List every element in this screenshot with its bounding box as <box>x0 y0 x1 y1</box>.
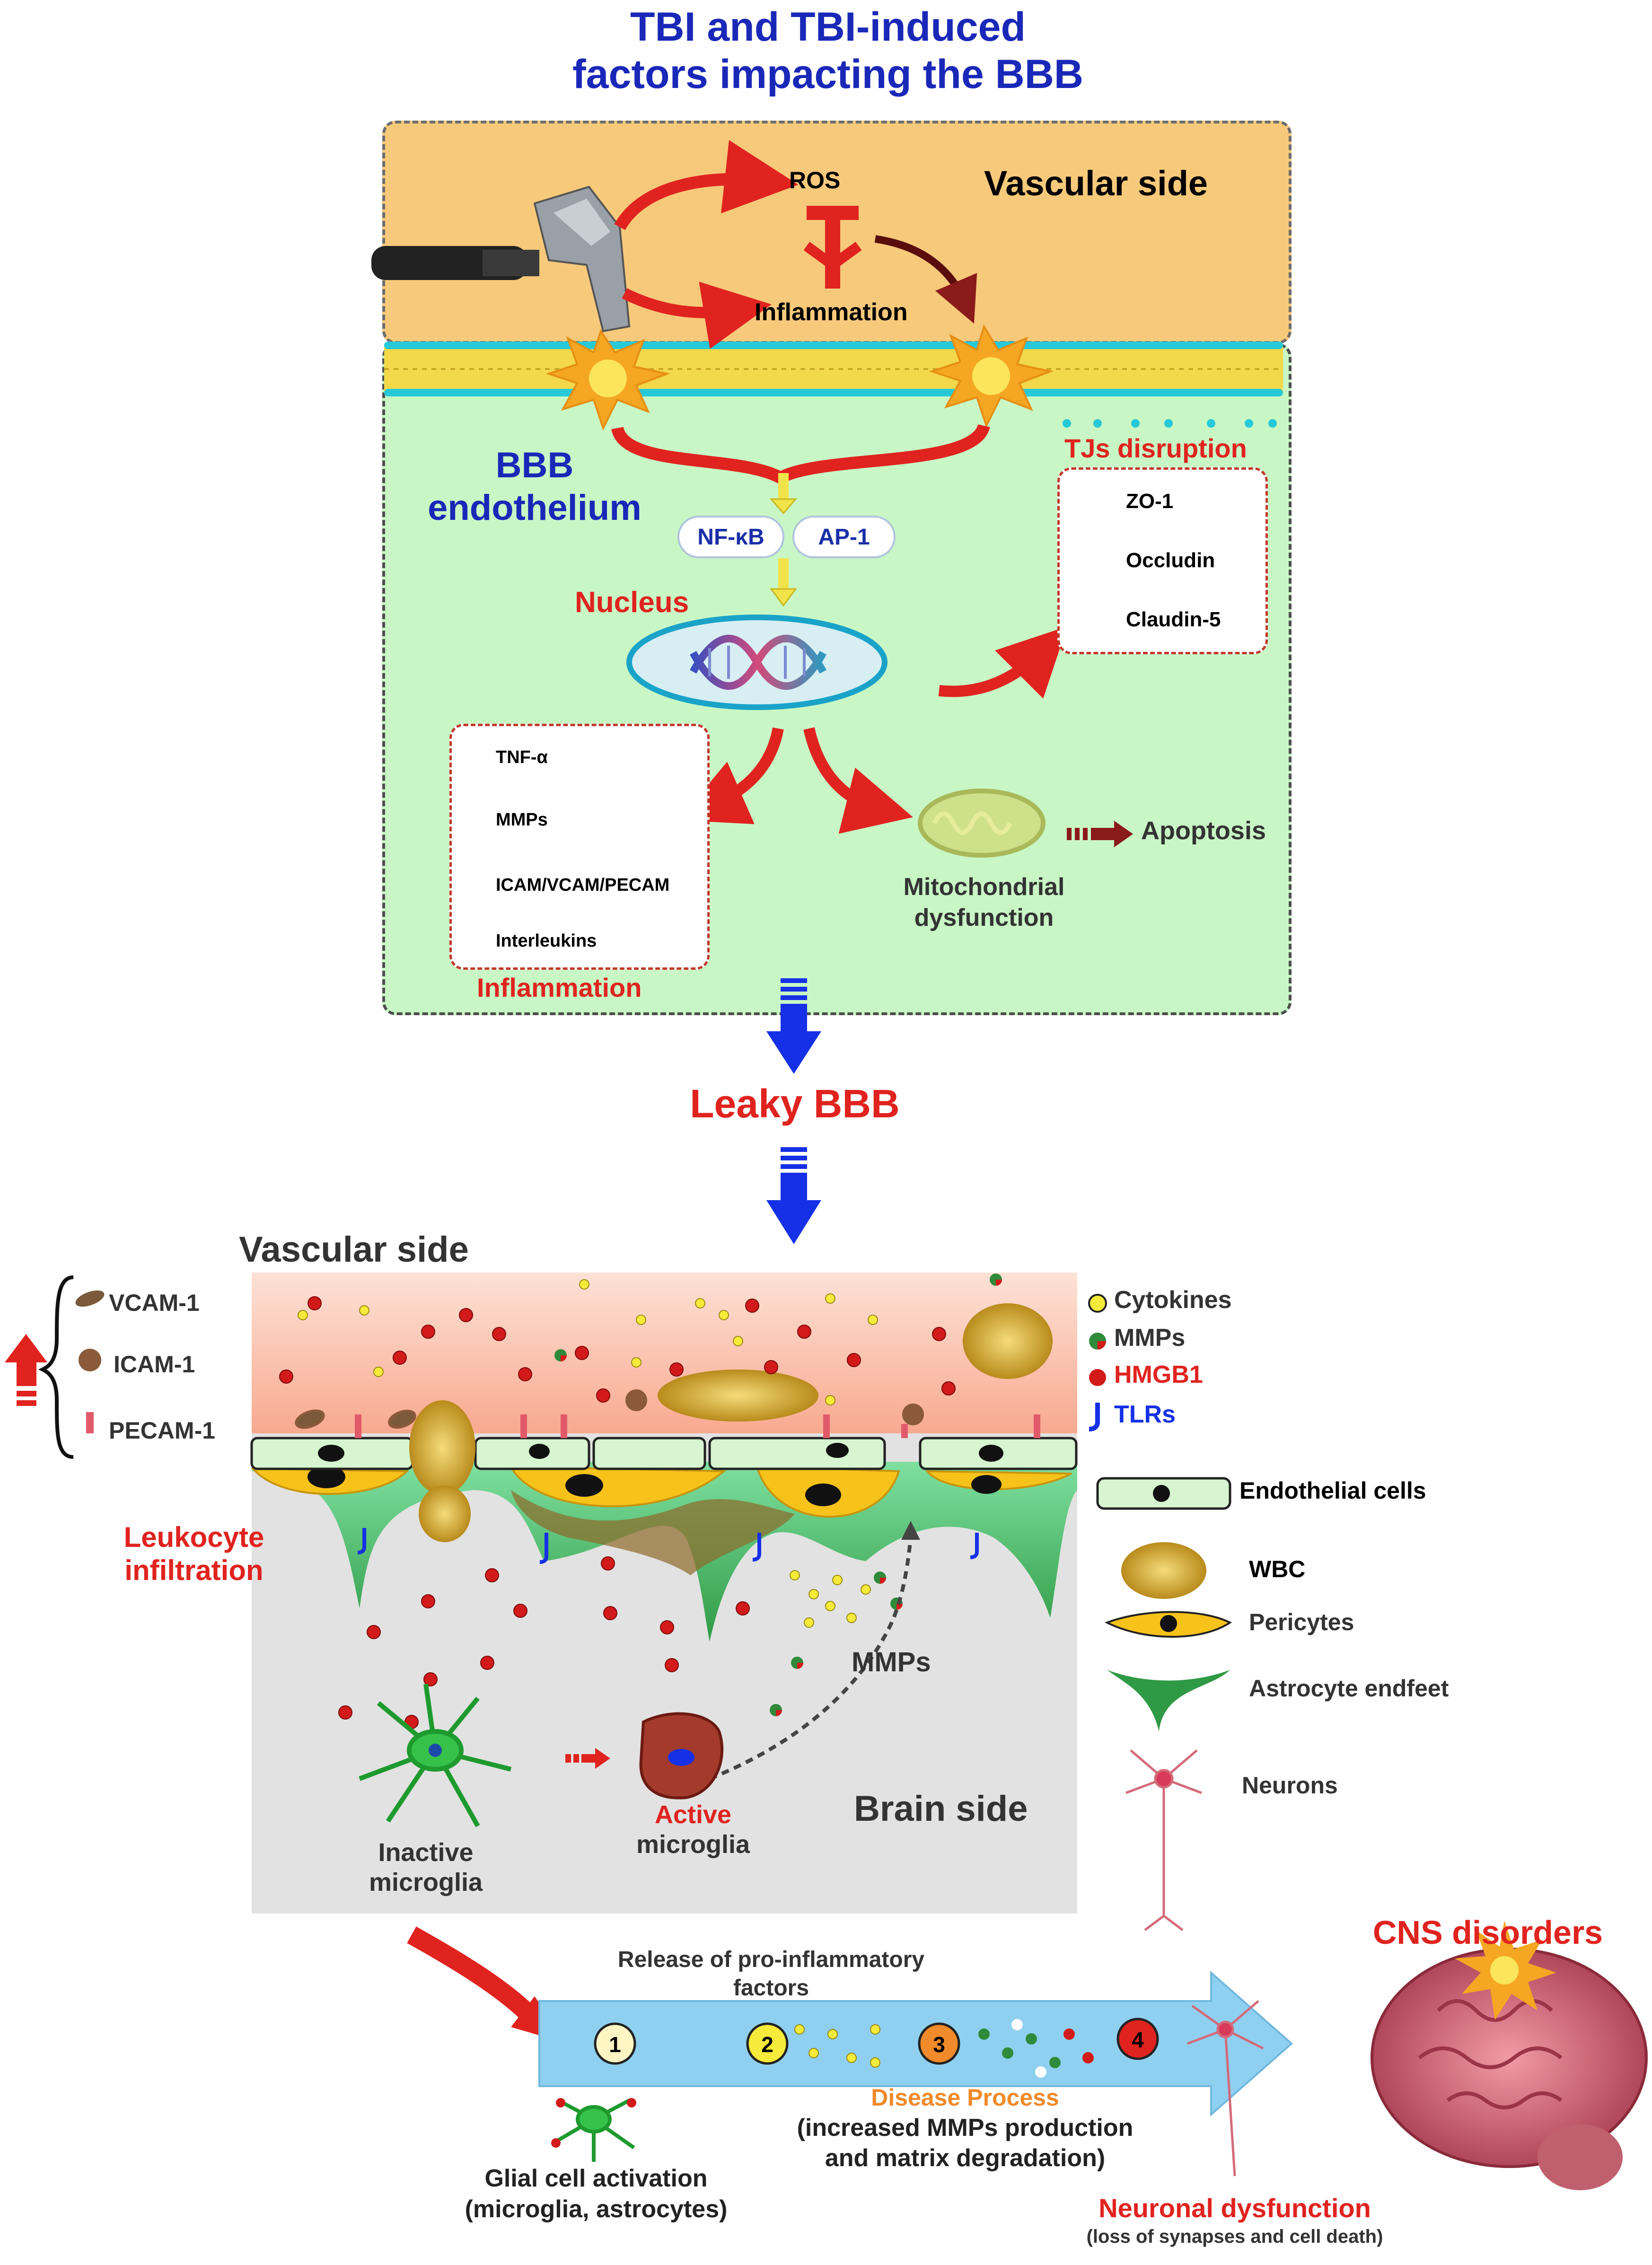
legend-tlrs: TLRs <box>1114 1401 1176 1428</box>
disease-process-label: Disease Process <box>871 2084 1059 2111</box>
ap1-pill: AP-1 <box>792 516 896 558</box>
vascular-lumen-area <box>252 1273 1077 1433</box>
legend-cytokine-icon <box>1088 1294 1107 1313</box>
active-microglia-icon <box>639 1712 724 1800</box>
step-circle-3 <box>918 2022 960 2065</box>
active-microglia-line1: Active <box>654 1800 732 1829</box>
legend-endothelial-icon <box>1096 1477 1231 1510</box>
legend-mmp-icon <box>1089 1333 1106 1350</box>
nucleus-dna-icon <box>626 615 888 710</box>
release-label-line2: factors <box>733 1975 809 2001</box>
neuronal-desc-label: (loss of synapses and cell death) <box>1086 2226 1383 2247</box>
nucleus-label: Nucleus <box>575 586 689 619</box>
legend-endothelial: Endothelial cells <box>1239 1477 1426 1504</box>
brain-side-label: Brain side <box>854 1789 1028 1829</box>
step-circle-4 <box>1116 2018 1159 2060</box>
nfkb-pill: NF-κB <box>677 516 784 558</box>
step-label-4: 4 <box>1132 2028 1144 2052</box>
brain-icon <box>1371 1921 1648 2190</box>
blue-down-arrow-icon <box>766 978 821 1074</box>
tj-item-zo1: ZO-1 <box>1126 490 1174 513</box>
wbc-icon <box>409 1303 1053 1542</box>
legend-mmps: MMPs <box>1114 1324 1186 1352</box>
infl-item-tnf: TNF-α <box>496 747 548 767</box>
legend-hmgb1: HMGB1 <box>1114 1361 1203 1388</box>
bbb-label: BBB <box>495 445 574 485</box>
leaky-bbb-label: Leaky BBB <box>690 1081 900 1126</box>
step-circle-2 <box>746 2022 789 2065</box>
mito-label-line2: dysfunction <box>914 904 1054 931</box>
neuron-icon <box>1187 2000 1264 2177</box>
cns-disorders-label: CNS disorders <box>1372 1914 1603 1951</box>
injury-burst-icon <box>545 329 670 431</box>
pecam1-label: PECAM-1 <box>109 1417 216 1444</box>
bottom-vascular-side-label: Vascular side <box>239 1229 469 1270</box>
blue-down-arrow-icon <box>766 1147 821 1244</box>
inactive-microglia-line2: microglia <box>369 1868 483 1896</box>
legend-astrocyte: Astrocyte endfeet <box>1249 1675 1449 1702</box>
endothelium-label: endothelium <box>428 488 641 528</box>
legend-neurons: Neurons <box>1242 1772 1338 1799</box>
glial-cell-icon <box>552 2098 635 2162</box>
step-label-1: 1 <box>609 2032 621 2057</box>
inflammation-label: Inflammation <box>755 298 908 326</box>
inflammation-box <box>449 724 710 970</box>
pericyte-cells <box>251 1465 1072 1518</box>
disease-desc-line2: and matrix degradation) <box>825 2144 1106 2172</box>
leukocyte-label-line1: Leukocyte <box>123 1521 264 1553</box>
bottom-mmps-label: MMPs <box>852 1647 931 1677</box>
active-microglia-line2: microglia <box>636 1830 750 1859</box>
neuronal-dysfunction-label: Neuronal dysfunction <box>1098 2193 1371 2223</box>
legend-wbc-icon <box>1121 1542 1206 1599</box>
vcam1-label: VCAM-1 <box>109 1290 200 1316</box>
diagram-title-line1: TBI and TBI-induced <box>630 4 1026 50</box>
infl-item-interleukins: Interleukins <box>496 931 597 951</box>
infl-item-mmps: MMPs <box>496 810 548 830</box>
step-label-2: 2 <box>761 2032 773 2057</box>
legend-neuron-icon <box>1125 1749 1202 1931</box>
apoptosis-label: Apoptosis <box>1141 816 1266 845</box>
upregulation-arrow-icon <box>5 1334 47 1406</box>
inactive-microglia-line1: Inactive <box>378 1838 474 1867</box>
infl-item-adhesion: ICAM/VCAM/PECAM <box>496 875 670 895</box>
legend-tlr-icon <box>1089 1403 1100 1431</box>
inflammation-box-label: Inflammation <box>477 973 642 1002</box>
legend-astrocyte-icon <box>1107 1670 1230 1731</box>
injury-burst-icon <box>929 324 1054 429</box>
diagram-title-line2: factors impacting the BBB <box>572 52 1083 97</box>
mitochondria-icon <box>918 789 1046 858</box>
leukocyte-label-line2: infiltration <box>124 1554 264 1586</box>
icam1-label: ICAM-1 <box>114 1351 195 1378</box>
step-circle-1 <box>594 2022 636 2065</box>
legend-pericyte-icon <box>1104 1611 1232 1638</box>
glial-label-line1: Glial cell activation <box>484 2165 708 2192</box>
tj-item-occludin: Occludin <box>1126 549 1215 572</box>
disease-desc-line1: (increased MMPs production <box>797 2114 1134 2142</box>
tj-box <box>1057 467 1268 654</box>
hammer-icon <box>371 185 631 333</box>
inactive-microglia-icon <box>359 1684 512 1827</box>
ros-label: ROS <box>789 167 841 193</box>
legend-pericytes: Pericytes <box>1249 1609 1354 1635</box>
vascular-side-label: Vascular side <box>984 164 1208 203</box>
glial-label-line2: (microglia, astrocytes) <box>465 2195 728 2223</box>
legend-wbc: WBC <box>1249 1556 1306 1582</box>
endothelial-cells <box>250 1437 1078 1470</box>
legend-cytokines: Cytokines <box>1114 1286 1232 1314</box>
release-label-line1: Release of pro-inflammatory <box>617 1947 925 1972</box>
legend-hmgb1-icon <box>1089 1369 1106 1386</box>
tj-disruption-label: TJs disruption <box>1064 433 1247 463</box>
mito-label-line1: Mitochondrial <box>903 873 1065 901</box>
step-label-3: 3 <box>933 2032 945 2057</box>
tj-item-claudin: Claudin-5 <box>1126 608 1221 631</box>
